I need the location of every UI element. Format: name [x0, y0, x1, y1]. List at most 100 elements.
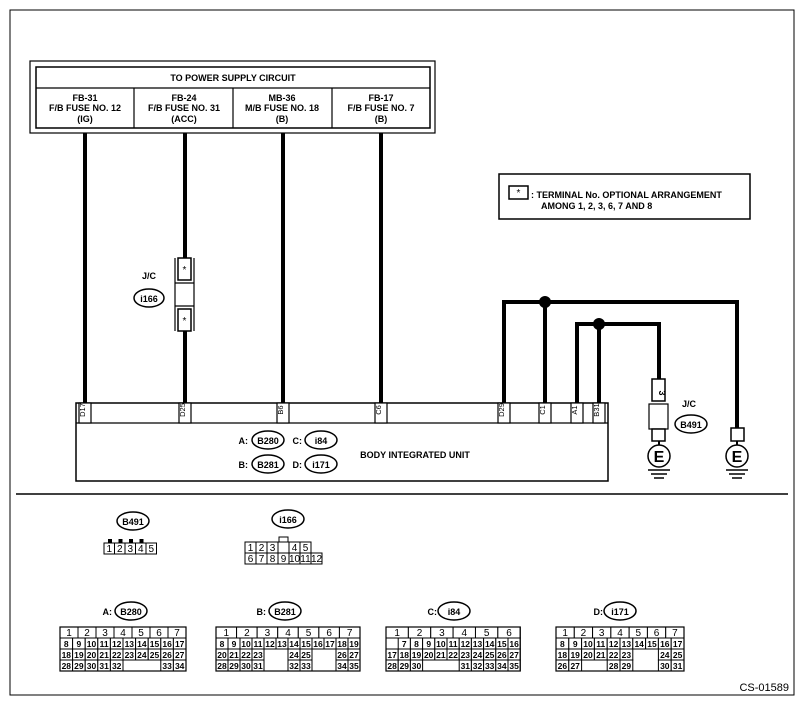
pin-label: 24 [137, 650, 147, 660]
pin-label: 2 [244, 628, 250, 639]
view-d-letter: D: [594, 607, 604, 617]
pin-label: 9 [77, 639, 82, 649]
pin-label: 6 [654, 628, 660, 639]
jc-b491-label: J/C [682, 399, 697, 409]
pin-label: 11 [449, 639, 458, 649]
pin-label: 4 [617, 628, 623, 639]
fuse-2-mode: (ACC) [171, 114, 197, 124]
fuse-1-id: FB-31 [72, 93, 97, 103]
pin-label: 33 [162, 661, 172, 671]
pin-label: 22 [241, 650, 251, 660]
fuse-1-mode: (IG) [77, 114, 93, 124]
jc-i166-star-top: * [183, 265, 187, 276]
terminal-label: B31 [592, 403, 601, 416]
pin-label: 9 [426, 639, 431, 649]
conn-c-code: i84 [315, 436, 328, 446]
pin-label: 30 [87, 661, 97, 671]
conn-c-letter: C: [293, 436, 303, 446]
terminal-label: B6 [276, 405, 285, 414]
pin-label: 9 [232, 639, 237, 649]
outer-frame [9, 9, 795, 696]
pin-label: 6 [156, 628, 162, 639]
legend-line-2: AMONG 1, 2, 3, 6, 7 AND 8 [541, 201, 652, 211]
pin-label: 16 [313, 639, 323, 649]
terminal-tab [276, 402, 290, 424]
fuse-4-mode: (B) [375, 114, 388, 124]
view-a-code: B280 [120, 607, 142, 617]
pin-label: 1 [66, 628, 72, 639]
view-a-letter: A: [103, 607, 113, 617]
ground-e-left: E [654, 449, 665, 466]
pin-label: 6 [326, 628, 332, 639]
pin-label: 19 [570, 650, 580, 660]
pin-label: 5 [303, 543, 309, 554]
terminal-label: D29 [497, 403, 506, 417]
legend-line-1: : TERMINAL No. OPTIONAL ARRANGEMENT [531, 190, 722, 200]
connector-outline [59, 626, 187, 672]
body-unit-name: BODY INTEGRATED UNIT [360, 450, 470, 460]
pin-label: 15 [647, 639, 657, 649]
pin-label: 22 [448, 650, 458, 660]
pin-label: 13 [277, 639, 287, 649]
pin-label: 21 [99, 650, 109, 660]
pin-label: 15 [150, 639, 160, 649]
view-b-code: B281 [274, 607, 296, 617]
pin-label: 26 [337, 650, 347, 660]
pin-label: 4 [462, 628, 468, 639]
junction-connector-i166: * * J/C i166 [133, 257, 195, 332]
pin-label: 25 [301, 650, 311, 660]
pin-label: 3 [265, 628, 271, 639]
connector-key [278, 536, 289, 543]
view-c-code: i84 [448, 607, 461, 617]
pin-label: 11 [300, 554, 311, 565]
pin-label: 20 [217, 650, 227, 660]
pin-label: 1 [562, 628, 568, 639]
pin-label: 14 [289, 639, 299, 649]
fuse-2-name: F/B FUSE NO. 31 [148, 103, 220, 113]
pin-label: 35 [349, 661, 359, 671]
pin-label: 19 [349, 639, 359, 649]
connector-pin [310, 552, 323, 565]
terminal-tab [570, 402, 584, 424]
pin-label: 10 [436, 639, 446, 649]
pin-label: 13 [125, 639, 135, 649]
pin-label: 3 [439, 628, 445, 639]
view-i166-code: i166 [279, 515, 297, 525]
terminal-tab [592, 402, 606, 424]
pin-label: 7 [174, 628, 180, 639]
pin-label: 25 [150, 650, 160, 660]
pin-label: 16 [660, 639, 670, 649]
pin-label: 10 [87, 639, 97, 649]
pin-label: 20 [87, 650, 97, 660]
pin-label: 7 [347, 628, 353, 639]
terminal-label: C1 [538, 405, 547, 415]
pin-label: 4 [292, 543, 298, 554]
pin-label: 3 [127, 544, 133, 555]
pin-label: 10 [583, 639, 593, 649]
pin-label: 30 [660, 661, 670, 671]
terminal-tab [497, 402, 511, 424]
view-c-letter: C: [428, 607, 438, 617]
jc-i166-star-bottom: * [183, 316, 187, 327]
pin-label: 18 [558, 650, 568, 660]
figure-code: CS-01589 [739, 682, 789, 694]
power-supply-box: TO POWER SUPPLY CIRCUIT FB-31 F/B FUSE N… [29, 60, 436, 134]
pin-label: 31 [99, 661, 109, 671]
pin-label: 11 [254, 639, 263, 649]
pin-label: 8 [560, 639, 565, 649]
conn-d-letter: D: [293, 460, 303, 470]
pin-label: 5 [636, 628, 642, 639]
jc-b491-terminal: 3 [657, 390, 667, 395]
pin-label: 5 [148, 544, 154, 555]
pin-label: 12 [112, 639, 122, 649]
fuse-3-mode: (B) [276, 114, 289, 124]
pin-label: 26 [162, 650, 172, 660]
latch [129, 539, 133, 543]
fuse-3-id: MB-36 [268, 93, 295, 103]
view-b-letter: B: [257, 607, 267, 617]
